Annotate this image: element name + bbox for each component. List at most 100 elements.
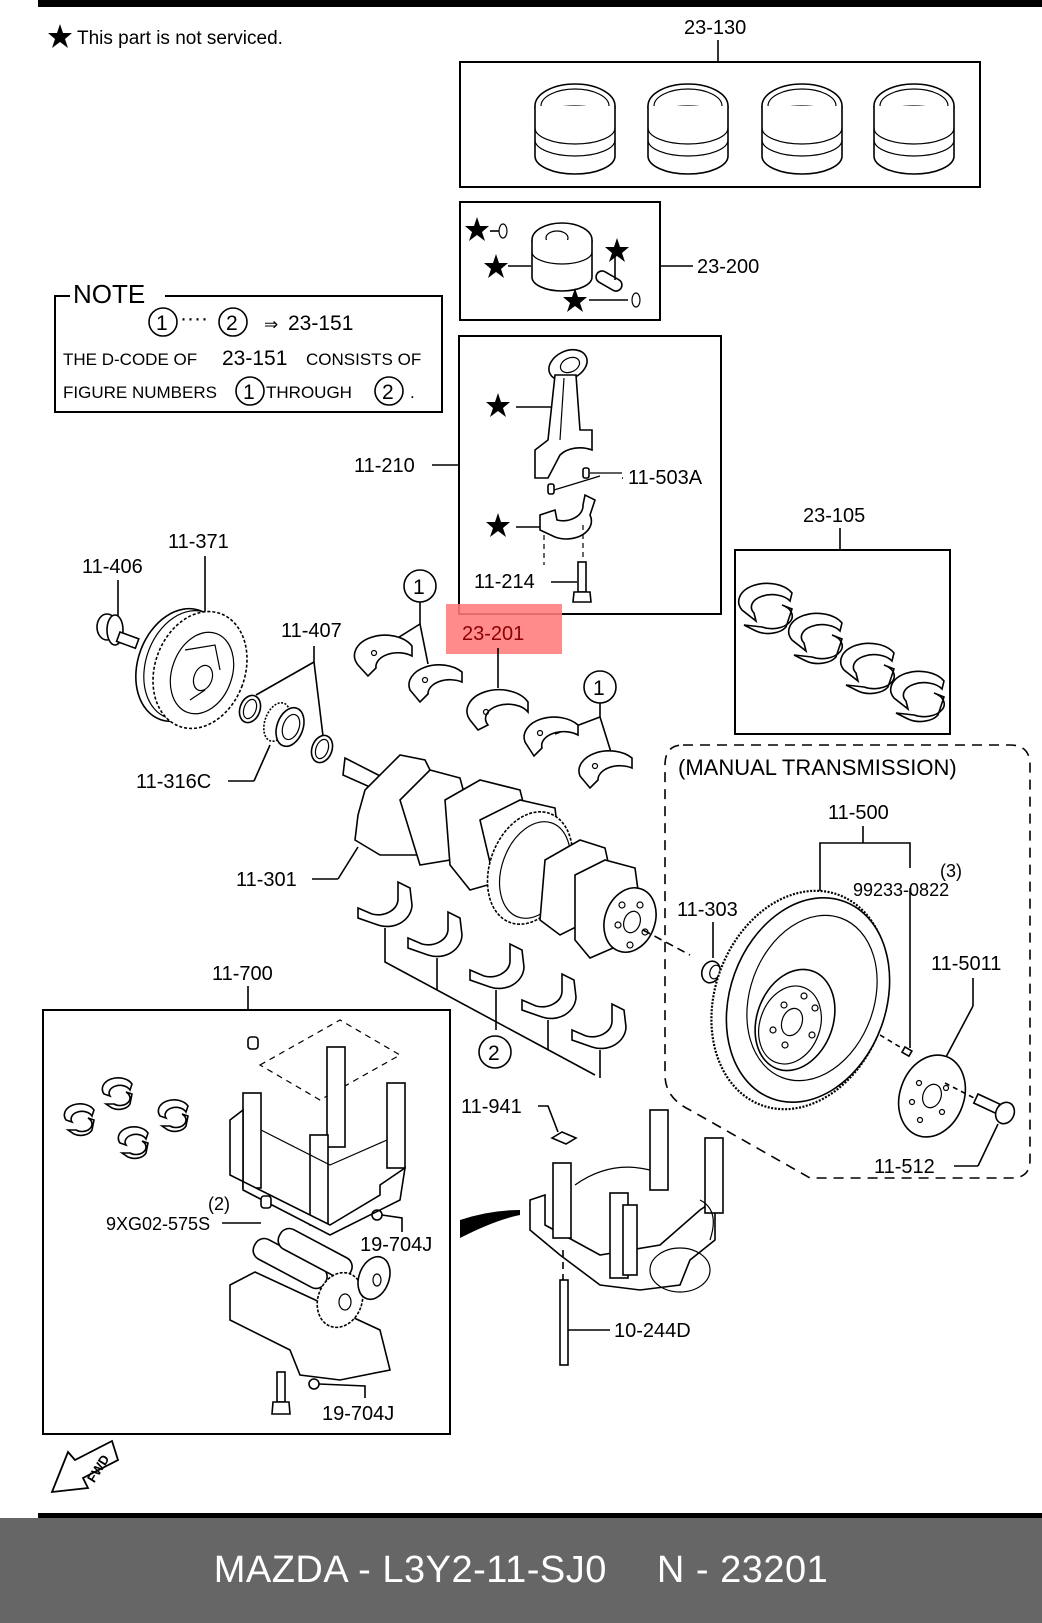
label-flywheel-pin[interactable]: 99233-0822	[853, 880, 949, 900]
label-flywheel-pin-qty[interactable]: (3)	[940, 861, 962, 881]
callout-connecting-rod[interactable]: 11-210	[354, 335, 722, 615]
label-rod-bolt[interactable]: 11-214	[474, 571, 535, 593]
label-gasket[interactable]: 11-941	[461, 1096, 522, 1118]
note-line2-mid: THROUGH	[266, 383, 352, 402]
label-balancer-bolt[interactable]: 10-244D	[614, 1320, 691, 1342]
footer-part-number: MAZDA - L3Y2-11-SJ0	[213, 1549, 607, 1591]
balancer-upper-housing	[222, 1019, 407, 1236]
star-icon	[484, 254, 508, 278]
callout-sprocket[interactable]: 11-316C	[136, 699, 309, 793]
rod-bearing-pairs	[737, 582, 946, 723]
note-box: NOTE 1 ···· 2 ⇒ 23-151 THE D-CODE OF 23-…	[54, 279, 443, 413]
label-balancer-plug-2[interactable]: 19-704J	[322, 1403, 394, 1425]
pulley-bolt-drawing	[96, 613, 140, 650]
highlight-box	[446, 604, 562, 654]
callout-rod-bolt[interactable]: 11-214	[474, 571, 577, 593]
assembled-balancer-drawing	[529, 1109, 724, 1293]
star-icon	[486, 513, 510, 537]
label-balancer[interactable]: 11-700	[212, 963, 273, 985]
assembly-arrow-icon	[460, 1210, 520, 1238]
callout-flywheel[interactable]: 11-500 (3) 99233-0822	[682, 802, 962, 1134]
label-crankshaft[interactable]: 11-301	[236, 869, 297, 891]
note-line1-a: THE D-CODE OF	[63, 350, 197, 369]
pulley-drawing	[135, 607, 248, 730]
note-range-dots: ····	[180, 307, 208, 330]
star-icon	[605, 238, 629, 262]
star-icon	[563, 288, 587, 312]
note-arrow: ⇒	[264, 315, 278, 334]
callout-rod-pin[interactable]: 11-503A	[622, 467, 703, 489]
note-line2-end: .	[410, 383, 415, 402]
label-pulley[interactable]: 11-371	[168, 531, 229, 553]
note-line2-to: 2	[382, 381, 394, 404]
callout-bearing-group-1-right[interactable]: 1	[523, 670, 633, 790]
label-pilot-bearing[interactable]: 11-303	[677, 899, 738, 921]
callout-bearing-group-2[interactable]: 2	[357, 880, 627, 1078]
star-icon	[48, 24, 72, 48]
label-rod-bearings[interactable]: 23-105	[803, 505, 865, 527]
manual-transmission-region: (MANUAL TRANSMISSION)	[664, 744, 1031, 1179]
label-bearing-group-2[interactable]: 2	[488, 1042, 500, 1065]
star-icon	[486, 393, 510, 417]
top-rule	[38, 0, 1042, 7]
callout-washer[interactable]: 11-407	[236, 620, 342, 766]
lower-main-bearings	[357, 880, 627, 1050]
callout-pulley[interactable]: 11-371	[121, 531, 263, 742]
label-piston-rings[interactable]: 23-130	[684, 17, 746, 39]
star-icon	[465, 217, 489, 241]
label-washer[interactable]: 11-407	[281, 620, 342, 642]
label-bearing-group-1-left[interactable]: 1	[413, 576, 425, 599]
sprocket-drawing	[263, 701, 305, 748]
callout-balancer[interactable]: 11-700 (2) 9XG02-575S 19-704J	[42, 963, 451, 1435]
callout-pulley-bolt[interactable]: 11-406	[82, 556, 143, 650]
label-piston[interactable]: 23-200	[697, 256, 759, 278]
callout-bearing-group-1-left[interactable]: 1	[353, 569, 463, 704]
label-connecting-rod[interactable]: 11-210	[354, 455, 415, 477]
fwd-indicator: FWD	[50, 1439, 120, 1494]
callout-rod-bearings[interactable]: 23-105	[734, 505, 951, 735]
note-line2-from: 1	[243, 381, 255, 404]
label-flywheel-bolt[interactable]: 11-512	[874, 1156, 935, 1178]
note-line2-a: FIGURE NUMBERS	[63, 383, 217, 402]
label-highlighted-part[interactable]: 23-201	[462, 623, 524, 645]
piston-ring-sets	[534, 83, 955, 175]
flywheel-drawing	[710, 889, 914, 1111]
callout-crankshaft[interactable]: 11-301	[236, 754, 691, 960]
note-line1-code: 23-151	[222, 347, 287, 370]
parts-diagram: This part is not serviced. 23-130 23-200	[38, 0, 1042, 1518]
callout-piston[interactable]: 23-200	[459, 201, 759, 321]
note-range-start: 1	[156, 312, 168, 335]
balancer-bearings	[63, 1077, 189, 1160]
callout-piston-rings[interactable]: 23-130	[459, 17, 981, 188]
label-pulley-bolt[interactable]: 11-406	[82, 556, 143, 578]
label-balancer-pin-qty[interactable]: (2)	[208, 1194, 230, 1214]
note-range-end: 2	[226, 312, 238, 335]
callout-flywheel-bolt[interactable]: 11-512	[874, 1082, 1018, 1178]
footer-bar: MAZDA - L3Y2-11-SJ0 N - 23201	[0, 1518, 1042, 1623]
footer-ref-number: N - 23201	[656, 1549, 829, 1591]
note-line1-b: CONSISTS OF	[306, 350, 421, 369]
callout-highlighted-part[interactable]: 23-201	[446, 604, 562, 732]
main-bearing-highlighted	[466, 688, 529, 732]
manual-transmission-label: (MANUAL TRANSMISSION)	[678, 755, 957, 780]
label-flywheel[interactable]: 11-500	[828, 802, 889, 824]
balancer-lower-housing	[229, 1227, 391, 1381]
callout-plate[interactable]: 11-5011	[888, 953, 1002, 1146]
callout-gasket[interactable]: 11-941	[461, 1096, 578, 1145]
note-title: NOTE	[73, 279, 145, 309]
bottom-rule	[38, 1513, 1042, 1518]
connecting-rod-drawing	[534, 348, 622, 603]
star-legend: This part is not serviced.	[48, 24, 283, 49]
callout-pilot-bearing[interactable]: 11-303	[677, 899, 738, 985]
label-plate[interactable]: 11-5011	[931, 953, 1001, 975]
label-rod-pin[interactable]: 11-503A	[628, 467, 703, 489]
piston-drawing	[490, 222, 641, 308]
label-balancer-pin[interactable]: 9XG02-575S	[106, 1214, 210, 1234]
star-legend-text: This part is not serviced.	[77, 28, 283, 49]
crankshaft-drawing	[342, 754, 691, 959]
label-bearing-group-1-right[interactable]: 1	[593, 677, 605, 700]
note-range-target: 23-151	[288, 312, 353, 335]
callout-balancer-bolt[interactable]: 10-244D	[559, 1279, 691, 1366]
label-sprocket[interactable]: 11-316C	[136, 771, 211, 793]
label-balancer-plug-1[interactable]: 19-704J	[360, 1234, 432, 1256]
